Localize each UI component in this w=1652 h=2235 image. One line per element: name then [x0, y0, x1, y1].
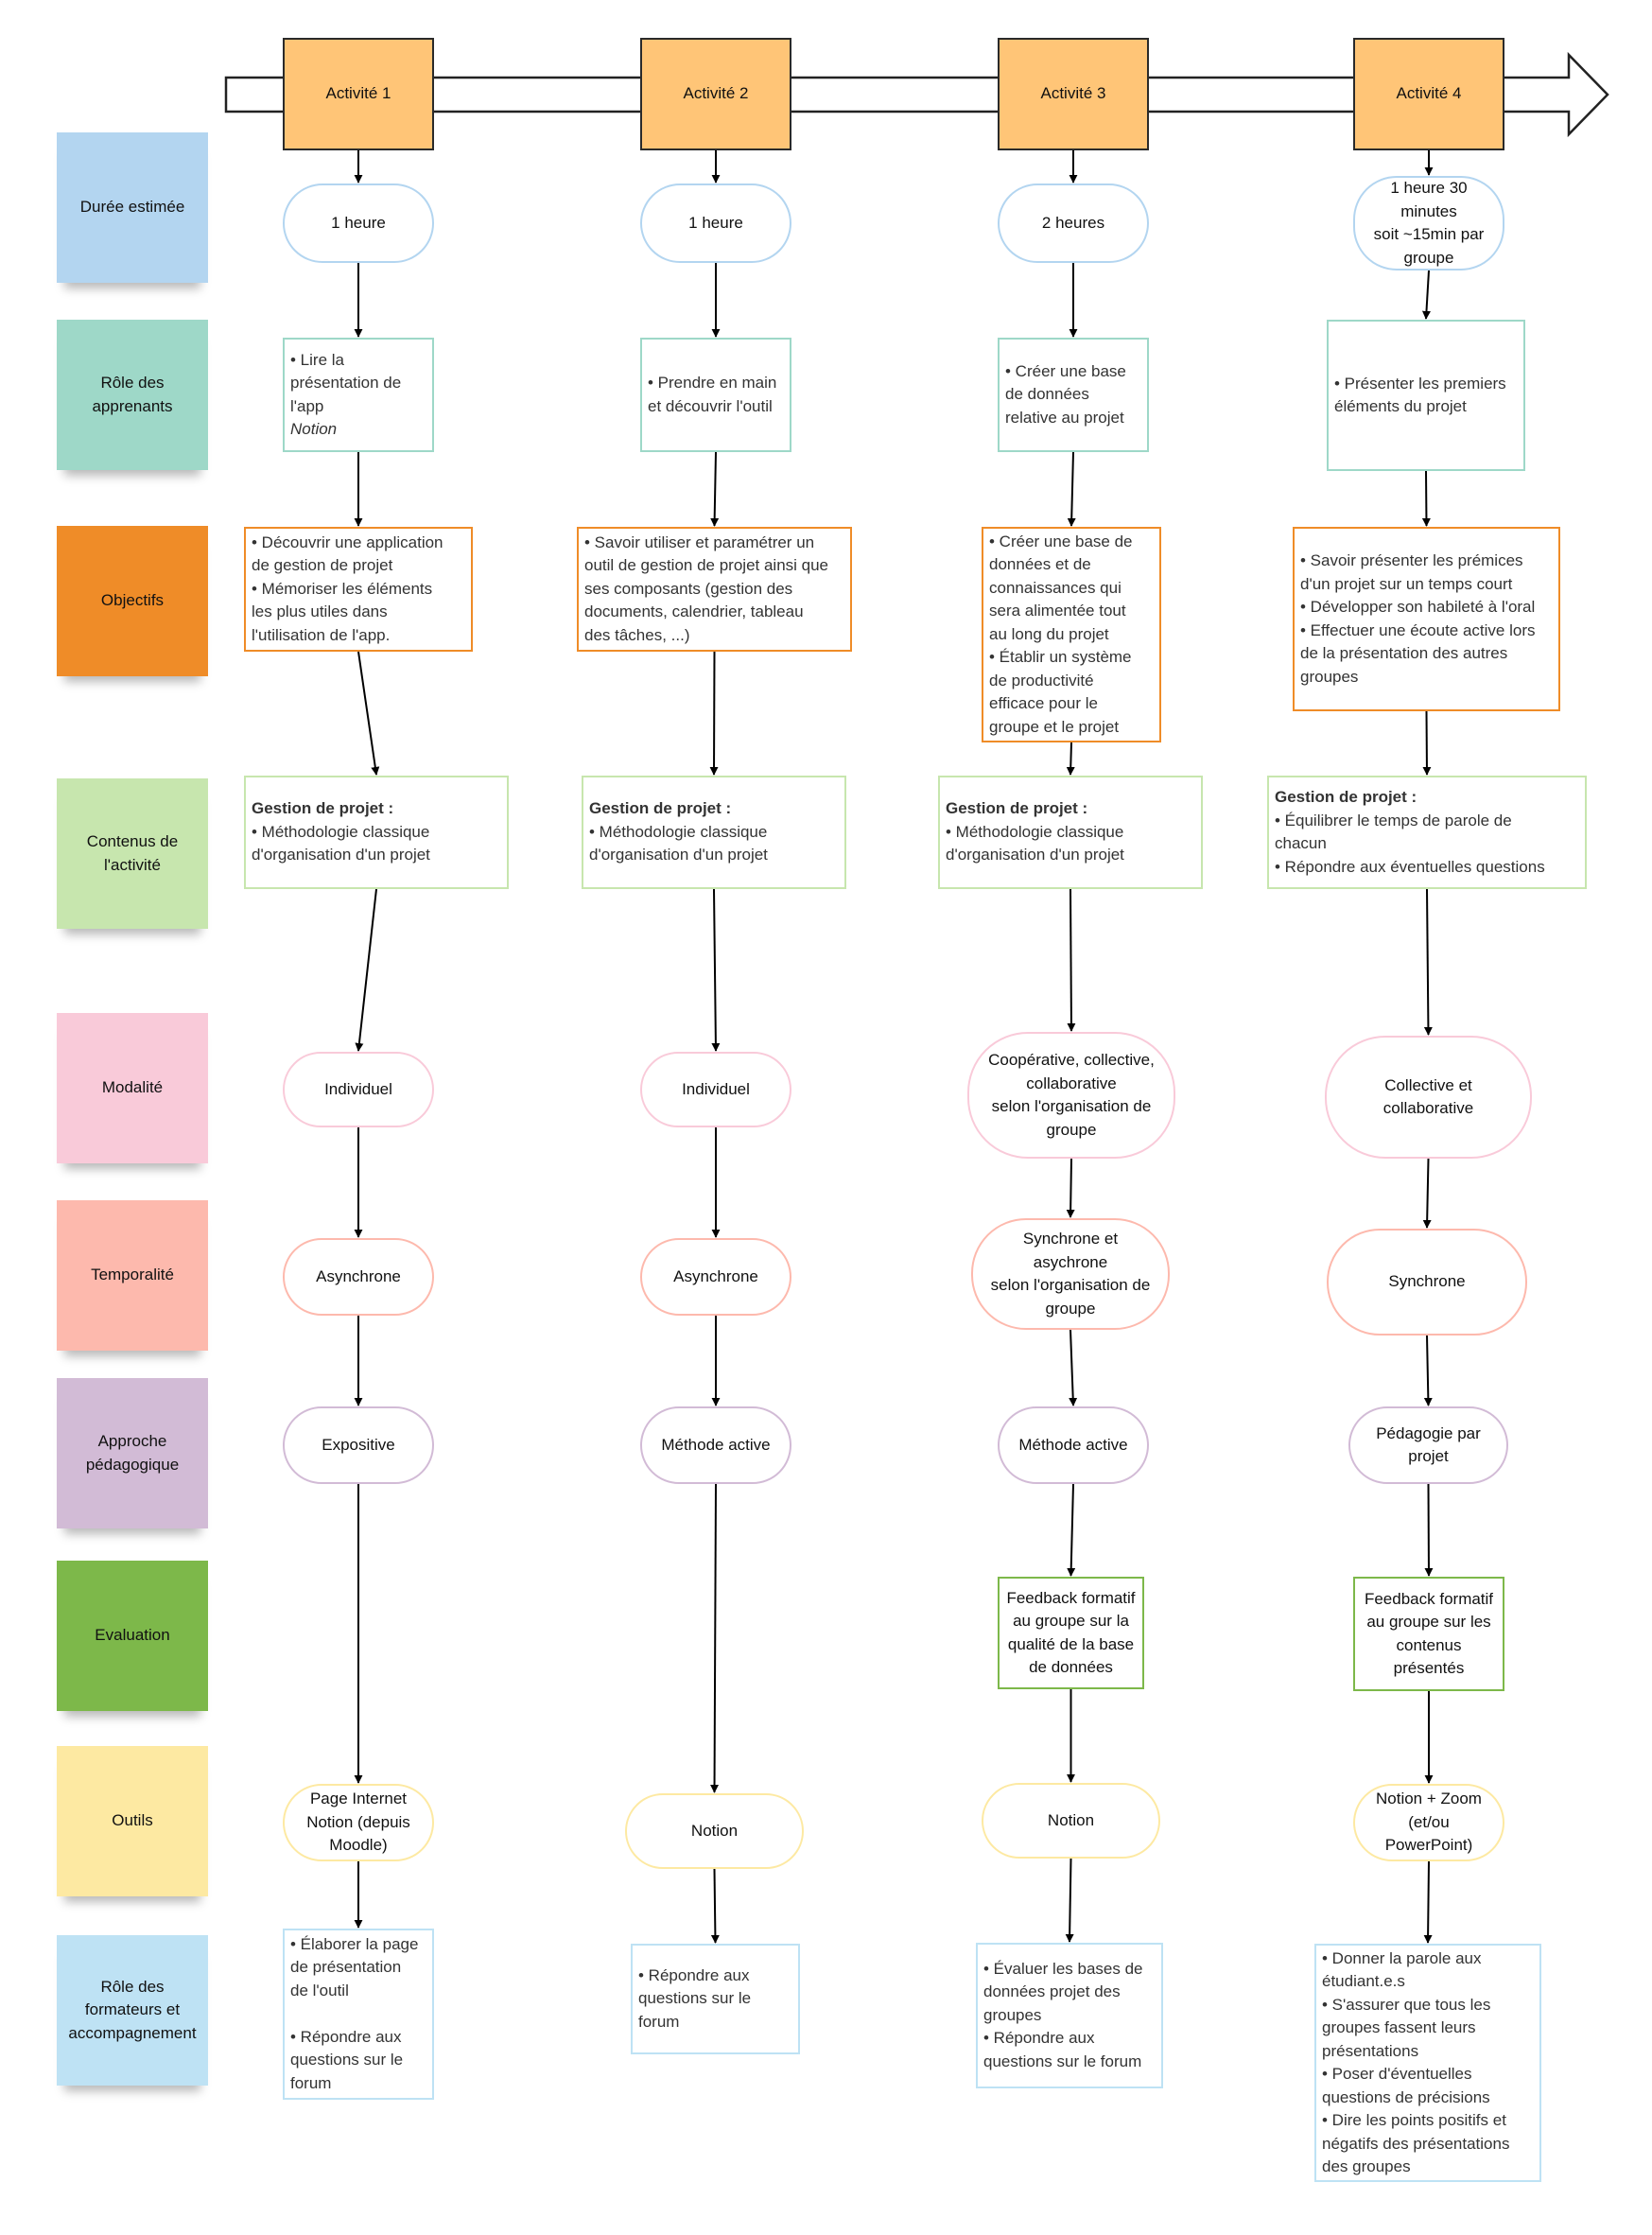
row-label-outils: Outils [57, 1746, 208, 1896]
col1-connector-arrow [357, 651, 380, 776]
row-label-modalite: Modalité [57, 1013, 208, 1163]
col4-connector-arrow [1424, 1483, 1434, 1577]
col2-connector-arrow [710, 1483, 720, 1793]
col3-approche: Méthode active [998, 1406, 1149, 1484]
col4-duree: 1 heure 30 minutes soit ~15min par group… [1353, 176, 1504, 271]
col3-connector-arrow [1067, 888, 1076, 1032]
col4-connector-arrow [1423, 1860, 1433, 1944]
col3-contenus-title: Gestion de projet : [946, 799, 1088, 818]
col2-connector-arrow [711, 888, 721, 1052]
col4-connector-arrow [1422, 710, 1432, 776]
activity-1-box: Activité 1 [283, 38, 434, 150]
col4-connector-arrow [1422, 1158, 1432, 1229]
col3-evaluation: Feedback formatif au groupe sur la quali… [998, 1577, 1144, 1689]
col1-duree: 1 heure [283, 183, 434, 263]
col2-contenus: Gestion de projet : • Méthodologie class… [582, 776, 846, 889]
row-label-duree: Durée estimée [57, 132, 208, 283]
col3-contenus-text: • Méthodologie classique d'organisation … [946, 822, 1124, 864]
col3-duree: 2 heures [998, 183, 1149, 263]
col2-approche: Méthode active [640, 1406, 791, 1484]
col2-outils: Notion [625, 1793, 804, 1869]
col4-connector-arrow [1423, 1335, 1433, 1406]
timeline-arrow [224, 51, 1609, 138]
col4-modalite: Collective et collaborative [1325, 1036, 1532, 1159]
row-label-objectifs: Objectifs [57, 526, 208, 676]
col4-role-formateurs: • Donner la parole aux étudiant.e.s • S'… [1314, 1944, 1541, 2182]
col1-connector-arrow [355, 888, 377, 1052]
col4-contenus-title: Gestion de projet : [1275, 788, 1417, 806]
col3-connector-arrow [1066, 742, 1075, 776]
col3-outils: Notion [982, 1783, 1160, 1859]
col4-objectifs: • Savoir présenter les prémices d'un pro… [1293, 527, 1560, 711]
col3-connector-arrow [1069, 1329, 1078, 1406]
row-label-role-formateurs: Rôle des formateurs et accompagnement [57, 1935, 208, 2086]
col3-contenus: Gestion de projet : • Méthodologie class… [938, 776, 1203, 889]
row-label-contenus: Contenus de l'activité [57, 778, 208, 929]
col3-connector-arrow [1066, 1158, 1075, 1218]
row-label-role-apprenants: Rôle des apprenants [57, 320, 208, 470]
col4-connector-arrow [1423, 888, 1433, 1036]
col2-modalite: Individuel [640, 1052, 791, 1127]
col1-contenus-text: • Méthodologie classique d'organisation … [252, 822, 430, 864]
col4-contenus-text: • Équilibrer le temps de parole de chacu… [1275, 811, 1545, 876]
col2-objectifs: • Savoir utiliser et paramétrer un outil… [577, 527, 852, 652]
col3-role-formateurs: • Évaluer les bases de données projet de… [976, 1943, 1163, 2088]
col4-approche: Pédagogie par projet [1348, 1406, 1508, 1484]
col2-connector-arrow [710, 451, 720, 527]
col2-role-formateurs: • Répondre aux questions sur le forum [631, 1944, 800, 2054]
col1-contenus: Gestion de projet : • Méthodologie class… [244, 776, 509, 889]
col3-role-apprenants: • Créer une base de données relative au … [998, 338, 1149, 452]
col2-temporalite: Asynchrone [640, 1238, 791, 1316]
col4-outils: Notion + Zoom (et/ou PowerPoint) [1353, 1784, 1504, 1861]
col3-temporalite: Synchrone et asychrone selon l'organisat… [971, 1218, 1170, 1330]
col2-duree: 1 heure [640, 183, 791, 263]
col1-contenus-title: Gestion de projet : [252, 799, 394, 818]
row-label-evaluation: Evaluation [57, 1561, 208, 1711]
col1-role-apprenants: • Lire la présentation de l'app Notion [283, 338, 434, 452]
col1-outils: Page Internet Notion (depuis Moodle) [283, 1784, 434, 1861]
col4-connector-arrow [1421, 270, 1431, 320]
col3-connector-arrow [1067, 1483, 1076, 1577]
activity-4-box: Activité 4 [1353, 38, 1504, 150]
col4-evaluation: Feedback formatif au groupe sur les cont… [1353, 1577, 1504, 1691]
col2-contenus-title: Gestion de projet : [589, 799, 732, 818]
col2-contenus-text: • Méthodologie classique d'organisation … [589, 822, 768, 864]
col1-role-formateurs: • Élaborer la page de présentation de l'… [283, 1929, 434, 2100]
col2-connector-arrow [710, 1868, 720, 1944]
col3-connector-arrow [1065, 1858, 1074, 1943]
col3-objectifs: • Créer une base de données et de connai… [982, 527, 1161, 742]
col1-temporalite: Asynchrone [283, 1238, 434, 1316]
activity-3-box: Activité 3 [998, 38, 1149, 150]
col3-modalite: Coopérative, collective, collaborative s… [967, 1032, 1175, 1159]
row-label-approche: Approche pédagogique [57, 1378, 208, 1528]
row-label-temporalite: Temporalité [57, 1200, 208, 1351]
col1-modalite: Individuel [283, 1052, 434, 1127]
col4-contenus: Gestion de projet : • Équilibrer le temp… [1267, 776, 1587, 889]
col2-role-apprenants: • Prendre en main et découvrir l'outil [640, 338, 791, 452]
col3-connector-arrow [1067, 451, 1076, 527]
col2-connector-arrow [709, 651, 719, 776]
col1-objectifs: • Découvrir une application de gestion d… [244, 527, 473, 652]
activity-2-box: Activité 2 [640, 38, 791, 150]
col4-temporalite: Synchrone [1327, 1229, 1527, 1336]
col4-connector-arrow [1421, 470, 1431, 527]
col1-approche: Expositive [283, 1406, 434, 1484]
col4-role-apprenants: • Présenter les premiers éléments du pro… [1327, 320, 1525, 471]
